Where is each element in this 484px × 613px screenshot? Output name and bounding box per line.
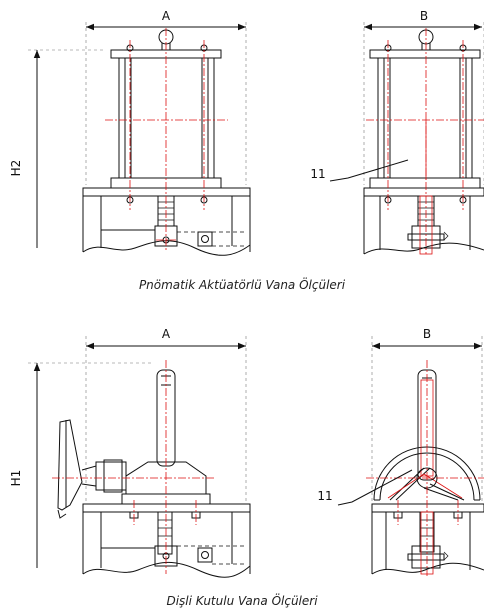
top-left-view: A H2 — [9, 9, 251, 256]
bottom-left-view: A H1 — [9, 327, 251, 578]
bottom-caption: Dişli Kutulu Vana Ölçüleri — [166, 594, 318, 608]
top-right-view: B 11 — [310, 9, 484, 255]
callout-leader-top — [329, 159, 409, 182]
dimension-b-label-top: B — [420, 9, 428, 23]
dimension-b-label-bottom: B — [423, 327, 431, 341]
dimension-a-label-top: A — [162, 9, 171, 23]
dimension-a-label-bottom: A — [162, 327, 171, 341]
top-caption: Pnömatik Aktüatörlü Vana Ölçüleri — [138, 278, 346, 292]
callout-leader-bottom — [337, 469, 413, 506]
handwheel — [57, 419, 83, 511]
dimension-h2-label: H2 — [9, 160, 23, 177]
callout-label-top: 11 — [310, 167, 325, 181]
bottom-right-view: B 11 — [317, 327, 484, 576]
dimension-h1-label: H1 — [9, 470, 23, 487]
callout-label-bottom: 11 — [317, 489, 332, 503]
